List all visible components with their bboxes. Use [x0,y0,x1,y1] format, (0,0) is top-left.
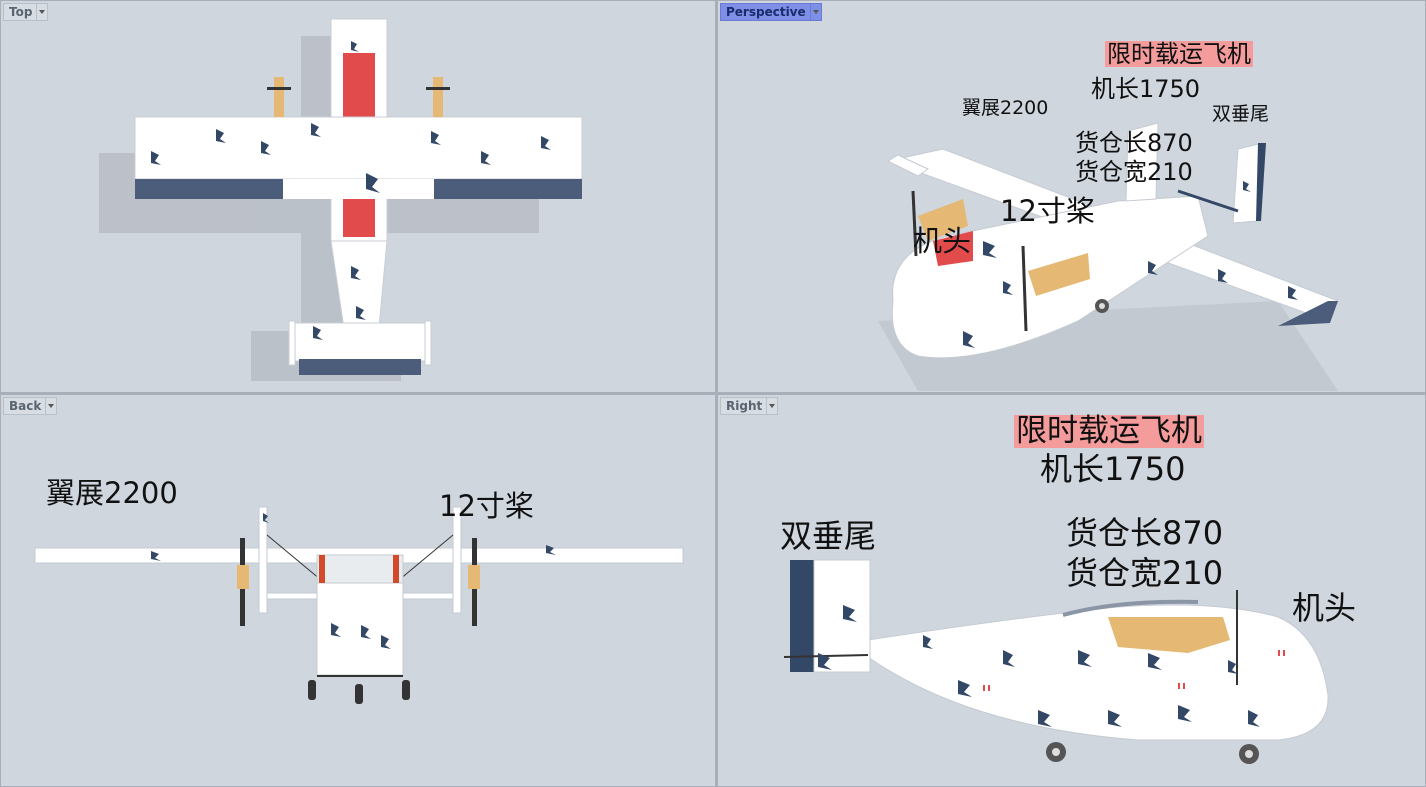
viewport-back[interactable]: Back 翼展 [1,395,715,786]
wingspan-label: 翼展2200 [46,476,178,510]
cargo-length-label: 货仓长870 [1075,129,1193,157]
viewport-tab-label: Back [3,397,46,415]
twin-tail-label: 双垂尾 [1212,103,1270,125]
cargo-width-label: 货仓宽210 [1075,158,1193,186]
cargo-length-label: 货仓长870 [1066,514,1224,552]
chevron-down-icon[interactable] [45,397,58,415]
chevron-down-icon[interactable] [36,3,49,21]
viewport-right[interactable]: Right [718,395,1425,786]
viewport-tab-label: Top [3,3,37,21]
viewport-tab-top[interactable]: Top [3,3,49,21]
prop-label: 12寸桨 [1000,194,1095,228]
prop-label: 12寸桨 [439,489,534,523]
viewport-tab-label: Perspective [720,3,810,21]
title-label: 限时载运飞机 [1105,40,1253,68]
chevron-down-icon[interactable] [766,397,779,415]
perspective-view-model [878,122,1339,391]
viewport-tab-right[interactable]: Right [720,397,779,415]
viewport-tab-perspective[interactable]: Perspective [720,3,822,21]
nose-label: 机头 [1292,589,1357,627]
nose-label: 机头 [913,224,972,258]
chevron-down-icon[interactable] [809,3,822,21]
cargo-width-label: 货仓宽210 [1066,554,1224,592]
twin-tail-label: 双垂尾 [780,517,877,555]
viewport-top[interactable]: Top [1,1,715,392]
length-label: 机长1750 [1091,75,1201,103]
viewport-perspective[interactable]: Perspective [718,1,1425,392]
viewport-tab-back[interactable]: Back [3,397,58,415]
wingspan-label: 翼展2200 [962,97,1049,119]
top-view-model [99,18,583,381]
length-label: 机长1750 [1040,450,1186,488]
title-label: 限时载运飞机 [1014,413,1204,449]
viewport-tab-label: Right [720,397,767,415]
back-view-model [34,506,684,704]
right-view-model [783,559,1329,764]
